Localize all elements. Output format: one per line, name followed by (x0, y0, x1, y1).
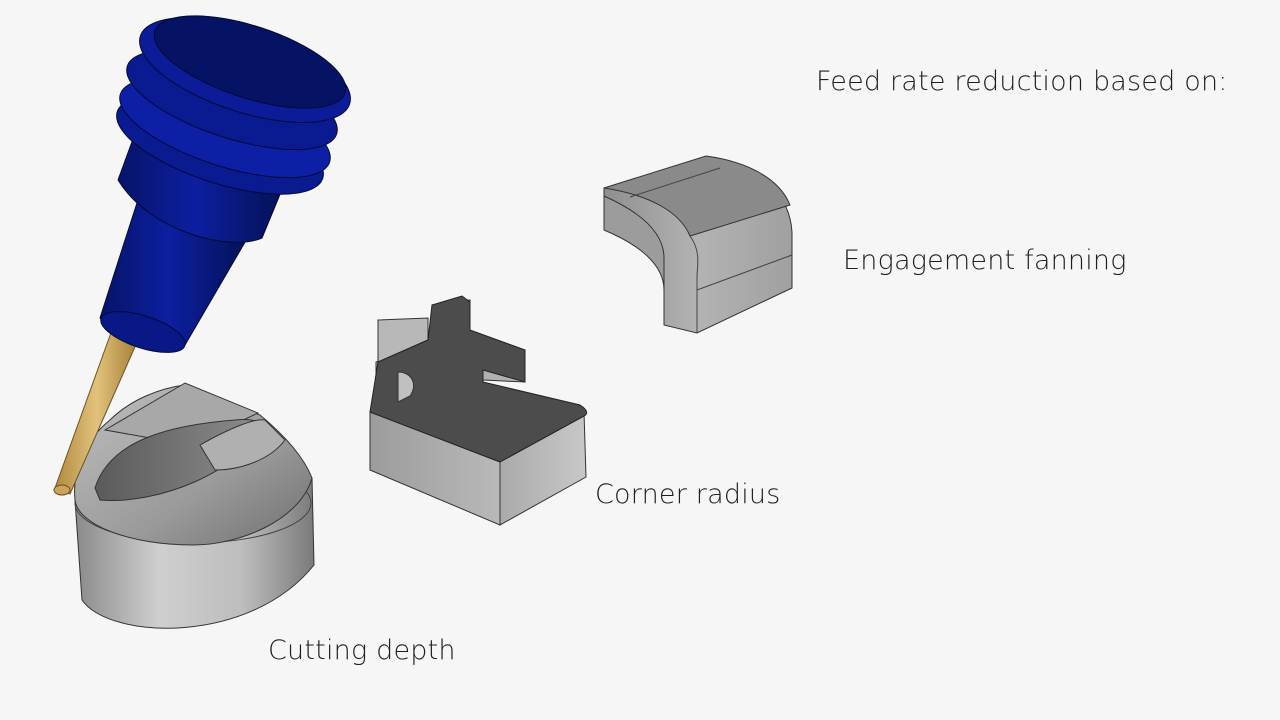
engagement-fanning-label: Engagement fanning (843, 245, 1127, 276)
spindle-tool (53, 15, 351, 496)
diagram-title: Feed rate reduction based on: (816, 66, 1228, 97)
cutting-depth-label: Cutting depth (268, 635, 456, 666)
engagement-fanning-part (603, 155, 793, 334)
corner-radius-label: Corner radius (595, 479, 781, 510)
corner-radius-part (369, 295, 588, 526)
cutting-depth-part (74, 382, 315, 629)
